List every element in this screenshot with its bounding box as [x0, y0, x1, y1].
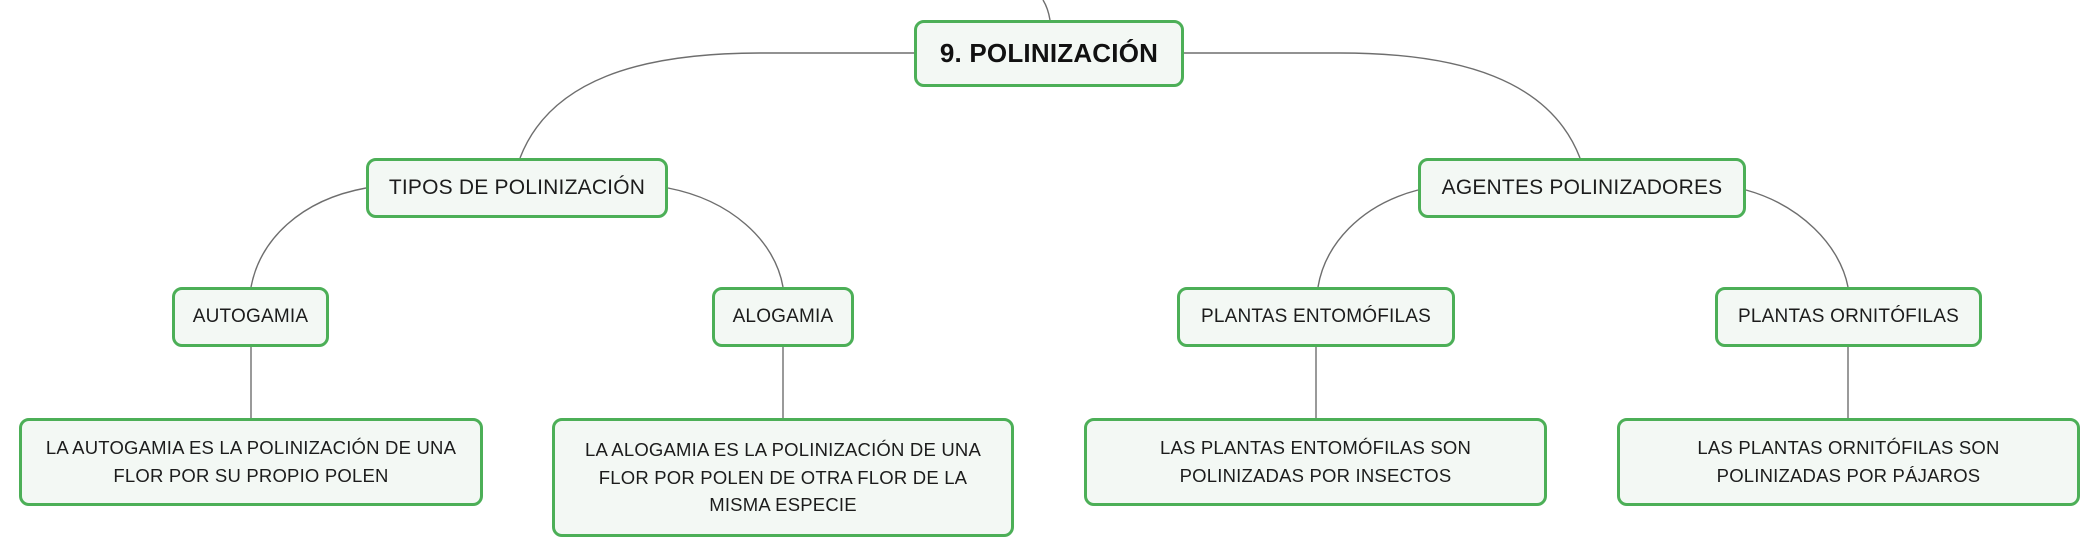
description-text: LAS PLANTAS ORNITÓFILAS SON POLINIZADAS …: [1697, 437, 2000, 486]
connector-root-tipos: [519, 52, 914, 159]
description-text: LAS PLANTAS ENTOMÓFILAS SON POLINIZADAS …: [1159, 437, 1472, 486]
description-text: LA ALOGAMIA ES LA POLINIZACIÓN DE UNA FL…: [584, 438, 982, 516]
description-node-alogamia[interactable]: LA ALOGAMIA ES LA POLINIZACIÓN DE UNA FL…: [552, 418, 1014, 537]
connector-tipos-alogamia: [667, 187, 784, 288]
child-node-label: AUTOGAMIA: [192, 306, 309, 327]
child-node-plantas-ornitofilas[interactable]: PLANTAS ORNITÓFILAS: [1715, 287, 1982, 347]
child-node-label: ALOGAMIA: [732, 306, 834, 327]
child-node-label: PLANTAS ENTOMÓFILAS: [1200, 306, 1432, 327]
branch-node-tipos-de-polinizacion[interactable]: TIPOS DE POLINIZACIÓN: [366, 158, 668, 218]
connector-parent-root: [1042, 0, 1051, 21]
child-node-alogamia[interactable]: ALOGAMIA: [712, 287, 854, 347]
child-node-label: PLANTAS ORNITÓFILAS: [1738, 306, 1959, 327]
branch-node-agentes-polinizadores[interactable]: AGENTES POLINIZADORES: [1418, 158, 1746, 218]
description-text: LA AUTOGAMIA ES LA POLINIZACIÓN DE UNA F…: [45, 437, 457, 486]
child-node-autogamia[interactable]: AUTOGAMIA: [172, 287, 329, 347]
branch-node-label: TIPOS DE POLINIZACIÓN: [388, 176, 646, 199]
connector-agentes-ornitofilas: [1745, 189, 1849, 288]
connector-tipos-autogamia: [250, 187, 367, 288]
connector-root-agentes: [1184, 52, 1581, 159]
root-node[interactable]: 9. POLINIZACIÓN: [914, 20, 1184, 87]
branch-node-label: AGENTES POLINIZADORES: [1441, 176, 1723, 199]
description-node-plantas-ornitofilas[interactable]: LAS PLANTAS ORNITÓFILAS SON POLINIZADAS …: [1617, 418, 2080, 506]
connector-agentes-entomofilas: [1317, 189, 1419, 288]
description-node-plantas-entomofilas[interactable]: LAS PLANTAS ENTOMÓFILAS SON POLINIZADAS …: [1084, 418, 1547, 506]
description-node-autogamia[interactable]: LA AUTOGAMIA ES LA POLINIZACIÓN DE UNA F…: [19, 418, 483, 506]
child-node-plantas-entomofilas[interactable]: PLANTAS ENTOMÓFILAS: [1177, 287, 1455, 347]
root-node-label: 9. POLINIZACIÓN: [939, 38, 1159, 68]
